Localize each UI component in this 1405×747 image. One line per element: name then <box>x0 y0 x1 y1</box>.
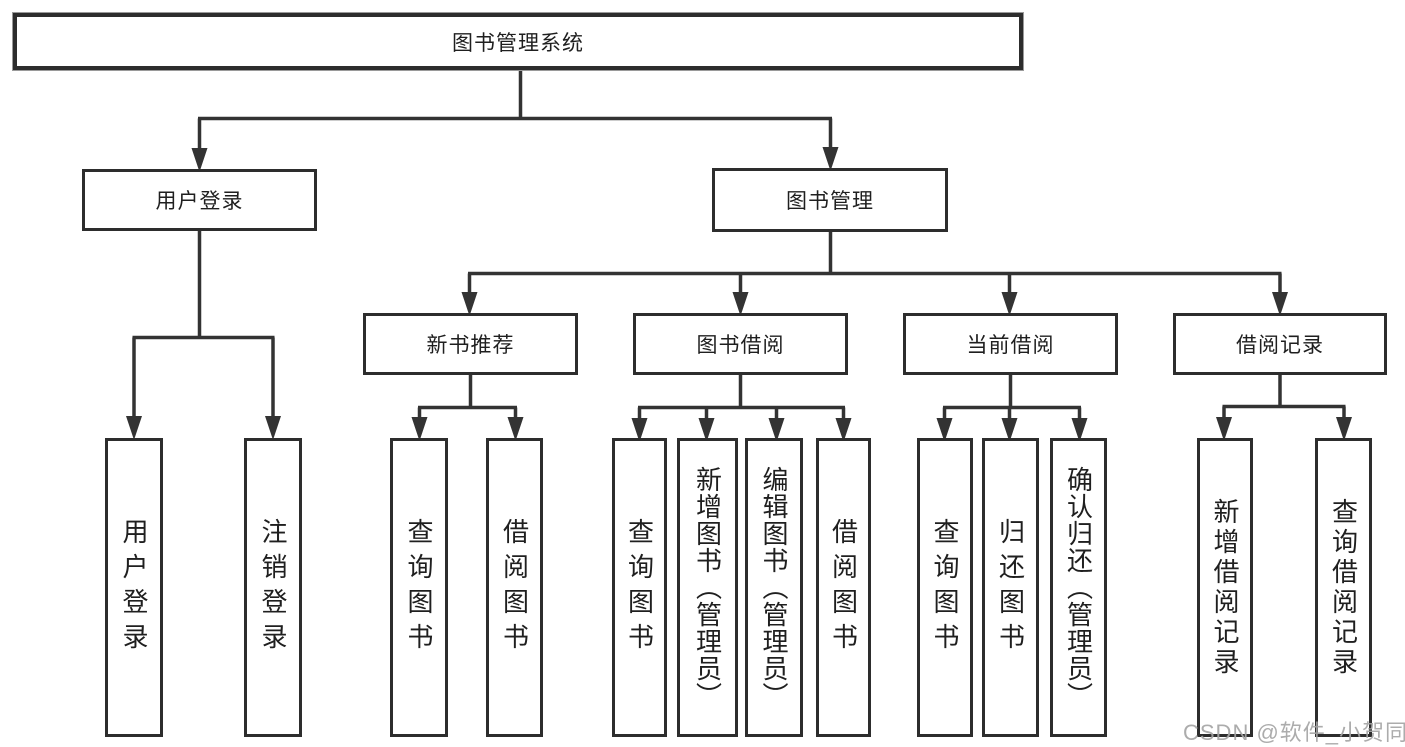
leaf-add-borrow-record: 新增借阅记录 <box>1197 438 1253 737</box>
leaf-logout: 注销登录 <box>244 438 302 737</box>
leaf-add-borrow-record-label: 新增借阅记录 <box>1210 497 1240 678</box>
leaf-query-borrow-record-label: 查询借阅记录 <box>1328 497 1359 678</box>
node-current-borrow: 当前借阅 <box>903 313 1118 375</box>
leaf-add-book-admin: 新增图书（管理员） <box>677 438 738 737</box>
node-book-borrow: 图书借阅 <box>633 313 848 375</box>
leaf-confirm-return-admin: 确认归还（管理员） <box>1050 438 1107 737</box>
leaf-user-login-label: 用户登录 <box>119 517 149 658</box>
leaf-borrow-books-newbook-label: 借阅图书 <box>499 517 530 658</box>
leaf-borrow-books-newbook: 借阅图书 <box>486 438 543 737</box>
csdn-watermark: CSDN @软件_小贺同学 <box>1183 720 1405 745</box>
leaf-query-borrow-record: 查询借阅记录 <box>1315 438 1372 737</box>
node-user-login: 用户登录 <box>82 169 317 231</box>
leaf-confirm-return-admin-label: 确认归还（管理员） <box>1063 466 1094 709</box>
leaf-logout-label: 注销登录 <box>258 517 288 658</box>
node-borrow-records: 借阅记录 <box>1173 313 1387 375</box>
node-library-system: 图书管理系统 <box>13 13 1023 70</box>
leaf-query-books-newbook: 查询图书 <box>390 438 448 737</box>
leaf-query-books-borrow: 查询图书 <box>612 438 667 737</box>
leaf-query-books-borrow-label: 查询图书 <box>624 517 655 658</box>
leaf-query-books-current-label: 查询图书 <box>930 517 960 658</box>
node-book-management: 图书管理 <box>712 168 948 232</box>
leaf-borrow-books-borrow-label: 借阅图书 <box>828 517 859 658</box>
leaf-borrow-books-borrow: 借阅图书 <box>816 438 871 737</box>
node-new-book-recommend: 新书推荐 <box>363 313 578 375</box>
leaf-query-books-current: 查询图书 <box>917 438 973 737</box>
leaf-add-book-admin-label: 新增图书（管理员） <box>692 466 723 709</box>
leaf-return-book-label: 归还图书 <box>995 517 1026 658</box>
leaf-edit-book-admin: 编辑图书（管理员） <box>745 438 803 737</box>
leaf-edit-book-admin-label: 编辑图书（管理员） <box>759 466 789 709</box>
leaf-return-book: 归还图书 <box>982 438 1039 737</box>
leaf-user-login: 用户登录 <box>105 438 163 737</box>
leaf-query-books-newbook-label: 查询图书 <box>404 517 434 658</box>
